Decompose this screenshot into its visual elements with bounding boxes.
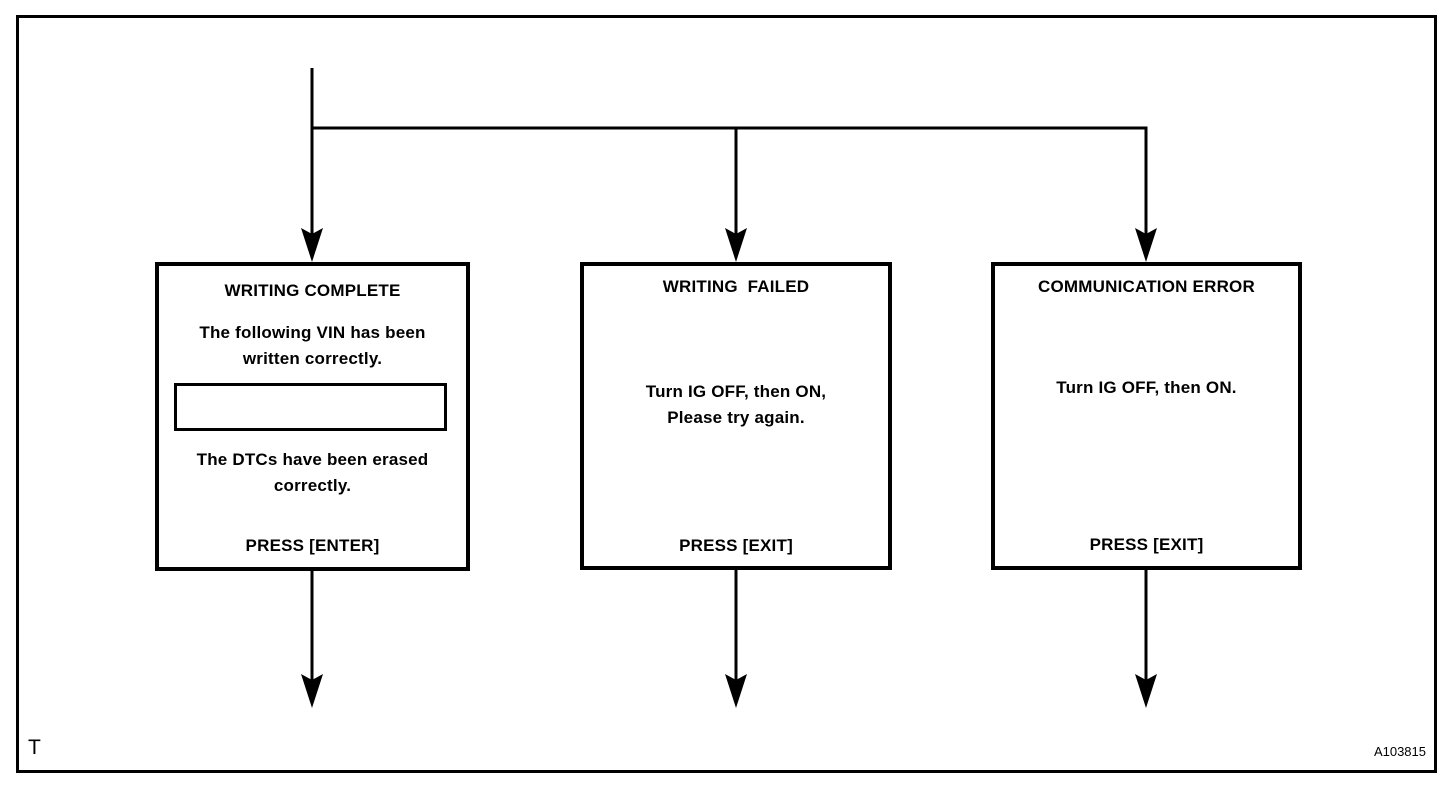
dtc-message-line2: correctly.: [273, 476, 352, 495]
press-exit-instruction-failed: PRESS [EXIT]: [679, 536, 793, 555]
writing-failed-box: WRITING FAILED Turn IG OFF, then ON, Ple…: [580, 262, 892, 570]
writing-complete-box: WRITING COMPLETE The following VIN has b…: [155, 262, 470, 571]
comm-error-message-line1: Turn IG OFF, then ON.: [1056, 378, 1237, 397]
corner-label: T: [28, 736, 41, 759]
failed-message-line2: Please try again.: [667, 408, 805, 427]
writing-failed-title: WRITING FAILED: [662, 277, 810, 296]
failed-message-line1: Turn IG OFF, then ON,: [645, 382, 827, 401]
figure-code-label: A103815: [1373, 744, 1426, 759]
press-exit-instruction-comm-error: PRESS [EXIT]: [1089, 535, 1204, 554]
vin-value-field: [174, 383, 447, 431]
vin-message-line1: The following VIN has been: [199, 323, 426, 342]
writing-complete-title: WRITING COMPLETE: [224, 281, 401, 300]
vin-message-line2: written correctly.: [242, 349, 383, 368]
dtc-message-line1: The DTCs have been erased: [196, 450, 429, 469]
communication-error-box: COMMUNICATION ERROR Turn IG OFF, then ON…: [991, 262, 1302, 570]
figure-border: [16, 15, 1437, 773]
communication-error-title: COMMUNICATION ERROR: [1038, 277, 1255, 296]
press-enter-instruction: PRESS [ENTER]: [245, 536, 380, 555]
